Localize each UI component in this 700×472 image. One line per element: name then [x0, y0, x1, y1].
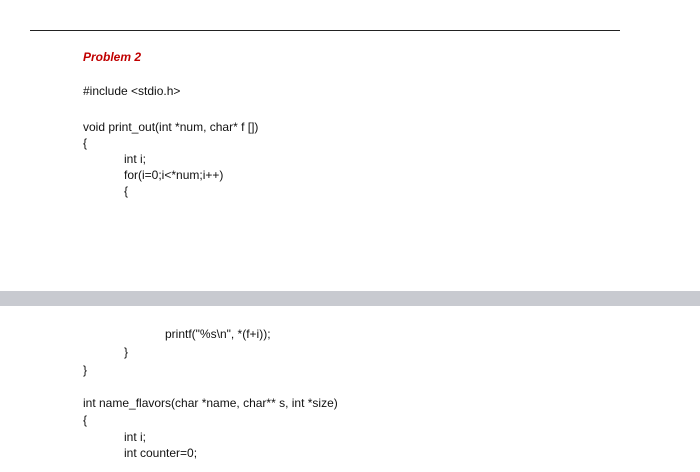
code-line-loop-open-brace: { [124, 184, 129, 198]
code-line-name-flavors-signature: int name_flavors(char *name, char** s, i… [83, 396, 338, 410]
code-line-loop-close-brace: } [124, 345, 129, 359]
code-line-printf: printf("%s\n", *(f+i)); [165, 327, 271, 341]
code-line-include: #include <stdio.h> [83, 84, 181, 98]
code-line-function-signature: void print_out(int *num, char* f []) [83, 120, 259, 134]
code-line-function-close-brace: } [83, 363, 88, 377]
code-line-for-loop: for(i=0;i<*num;i++) [124, 168, 224, 182]
problem-heading: Problem 2 [83, 50, 142, 64]
code-line-open-brace: { [83, 136, 88, 150]
top-rule [30, 30, 620, 31]
page-break-band [0, 291, 700, 306]
code-line-declare-i-2: int i; [124, 430, 147, 444]
code-line-open-brace-2: { [83, 413, 88, 427]
code-line-counter: int counter=0; [124, 446, 198, 460]
code-line-declare-i: int i; [124, 152, 147, 166]
